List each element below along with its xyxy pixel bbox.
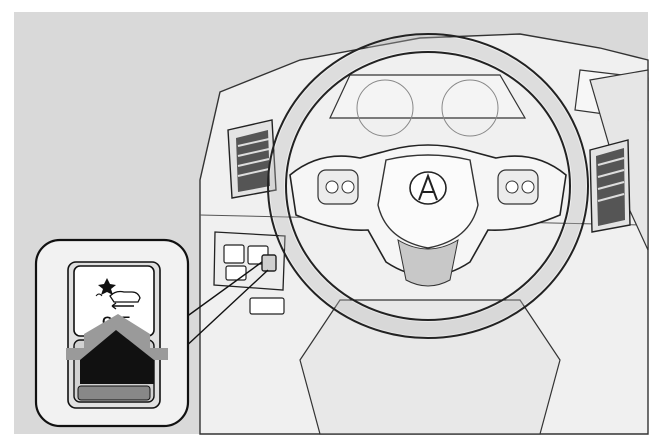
instrument-cluster — [329, 74, 527, 137]
highlighted-switch — [261, 254, 277, 272]
switch-panel — [213, 231, 286, 315]
right-air-vent — [589, 139, 631, 233]
steering-column — [299, 299, 561, 435]
collision-mitigation-off-icon — [95, 278, 141, 310]
callout-box: OFF — [34, 238, 190, 428]
callout-leader — [181, 261, 269, 351]
acura-logo — [409, 171, 447, 205]
left-air-vent — [227, 119, 277, 199]
press-arrow-icon — [66, 314, 168, 384]
steering-wheel — [267, 33, 589, 339]
